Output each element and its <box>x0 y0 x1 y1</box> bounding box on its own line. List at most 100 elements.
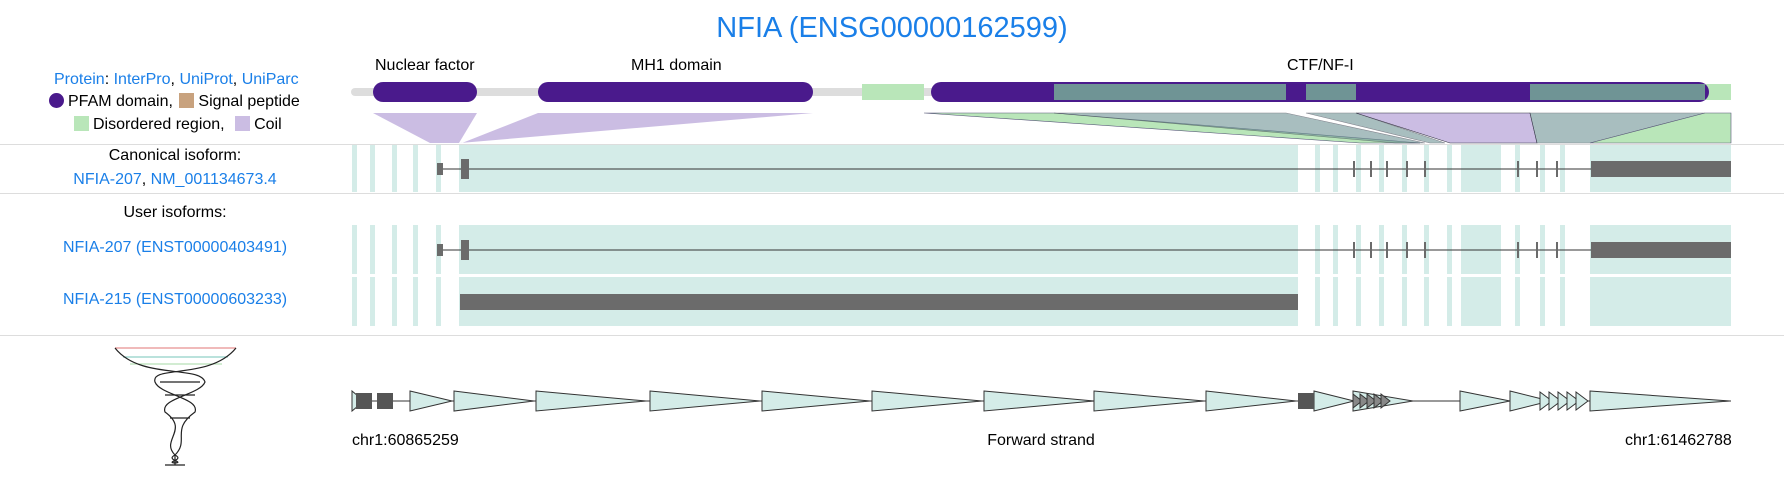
separator <box>0 193 1784 194</box>
exon-band <box>1315 277 1320 326</box>
strand-exon <box>356 393 372 409</box>
strand-arrow <box>871 390 983 412</box>
exon-block <box>1353 161 1355 177</box>
strand-exon <box>1298 393 1314 409</box>
exon-band <box>1424 277 1429 326</box>
coord-start: chr1:60865259 <box>352 432 459 449</box>
projection <box>460 113 813 143</box>
dna-helix-icon <box>114 347 237 466</box>
strand-arrow <box>1539 391 1553 411</box>
projection <box>1589 112 1732 144</box>
canonical-heading: Canonical isoform: <box>108 147 242 164</box>
strand-arrow <box>1205 390 1297 412</box>
legend-disordered: Disordered region, <box>93 116 225 133</box>
exon-band <box>352 145 357 192</box>
exon-block <box>1386 161 1388 177</box>
canonical-transcript-link[interactable]: NFIA-207 <box>73 171 142 188</box>
exon-band <box>352 225 357 274</box>
exon-block <box>1386 242 1388 258</box>
pfam-domain-mh1[interactable] <box>538 82 813 102</box>
legend-row-2: Disordered region, Coil <box>74 116 282 134</box>
user-isoform-link[interactable]: NFIA-207 (ENST00000403491) <box>62 239 288 256</box>
exon-band <box>392 225 397 274</box>
strand-arrow <box>649 390 761 412</box>
overlay-region <box>1306 84 1356 100</box>
exon-band <box>370 145 375 192</box>
strand-arrow <box>1566 391 1580 411</box>
domain-label-mh1: MH1 domain <box>631 57 722 74</box>
exon-band <box>370 225 375 274</box>
exon-block <box>1517 242 1519 258</box>
protein-link-label[interactable]: Protein <box>54 71 105 88</box>
strand-arrow <box>1380 392 1391 410</box>
strand-arrow <box>1366 392 1377 410</box>
legend-coil: Coil <box>254 116 282 133</box>
user-isoform-link[interactable]: NFIA-215 (ENST00000603233) <box>62 291 288 308</box>
exon-band <box>1333 277 1338 326</box>
exon-band <box>352 277 357 326</box>
exon-band <box>1515 277 1520 326</box>
exon-band <box>370 277 375 326</box>
exon-block <box>1424 161 1426 177</box>
uniparc-link[interactable]: UniParc <box>241 71 299 88</box>
exon-block <box>1406 242 1408 258</box>
exon-band <box>413 277 418 326</box>
strand-arrow <box>409 390 453 412</box>
legend-row-1: PFAM domain, Signal peptide <box>49 93 300 111</box>
exon-block <box>1556 161 1558 177</box>
separator <box>0 144 1784 145</box>
exon-band <box>1560 277 1565 326</box>
protein-projections <box>373 112 1732 144</box>
exon-block <box>1536 161 1538 177</box>
exon-band <box>1356 277 1361 326</box>
user-isoforms-heading: User isoforms: <box>123 204 227 221</box>
exon-block <box>437 163 443 175</box>
exon-block <box>461 240 469 260</box>
exon-band <box>413 225 418 274</box>
exon-block <box>1536 242 1538 258</box>
strand-arrow <box>1575 391 1589 411</box>
strand-arrow <box>453 390 535 412</box>
separator <box>0 335 1784 336</box>
exon-band <box>436 277 441 326</box>
canonical-links: NFIA-207, NM_001134673.4 <box>0 171 350 189</box>
comma: , <box>232 71 238 88</box>
strand-arrow <box>1548 391 1562 411</box>
exon-band <box>413 145 418 192</box>
uniprot-link[interactable]: UniProt <box>179 71 233 88</box>
domain-label-nuclear-factor: Nuclear factor <box>375 57 475 74</box>
domain-label-ctf-nf1: CTF/NF-I <box>1287 57 1354 74</box>
strand-arrow <box>1373 392 1384 410</box>
exon-band <box>1379 277 1384 326</box>
legend-signal: Signal peptide <box>198 93 300 110</box>
strand-label: Forward strand <box>987 432 1095 449</box>
coil-swatch-icon <box>235 116 251 131</box>
strand-arrow <box>1557 391 1571 411</box>
exon-block <box>1591 242 1731 258</box>
disordered-region[interactable] <box>862 84 924 100</box>
strand-arrow <box>1359 392 1370 410</box>
pfam-domain-nuclear-factor[interactable] <box>373 82 477 102</box>
exon-band <box>1590 277 1731 326</box>
exon-block <box>460 294 1298 310</box>
pfam-swatch-icon <box>49 93 64 108</box>
strand-track <box>351 389 1731 413</box>
disordered-region[interactable] <box>1706 84 1731 100</box>
canonical-refseq-link[interactable]: NM_001134673.4 <box>150 171 277 188</box>
strand-arrow <box>1459 390 1511 412</box>
page-title: NFIA (ENSG00000162599) <box>716 12 1068 44</box>
isoform-tracks <box>437 159 1731 310</box>
strand-arrow <box>1352 392 1363 410</box>
projection <box>1305 112 1446 144</box>
interpro-link[interactable]: InterPro <box>113 71 171 88</box>
coord-end: chr1:61462788 <box>1625 432 1732 449</box>
exon-band <box>392 145 397 192</box>
exon-block <box>1370 161 1372 177</box>
exon-block <box>1556 242 1558 258</box>
exon-band <box>1540 277 1545 326</box>
exon-block <box>1353 242 1355 258</box>
protein-links: Protein: InterPro, UniProt, UniParc <box>54 71 299 89</box>
protein-track <box>351 82 1731 102</box>
strand-arrow <box>761 390 871 412</box>
